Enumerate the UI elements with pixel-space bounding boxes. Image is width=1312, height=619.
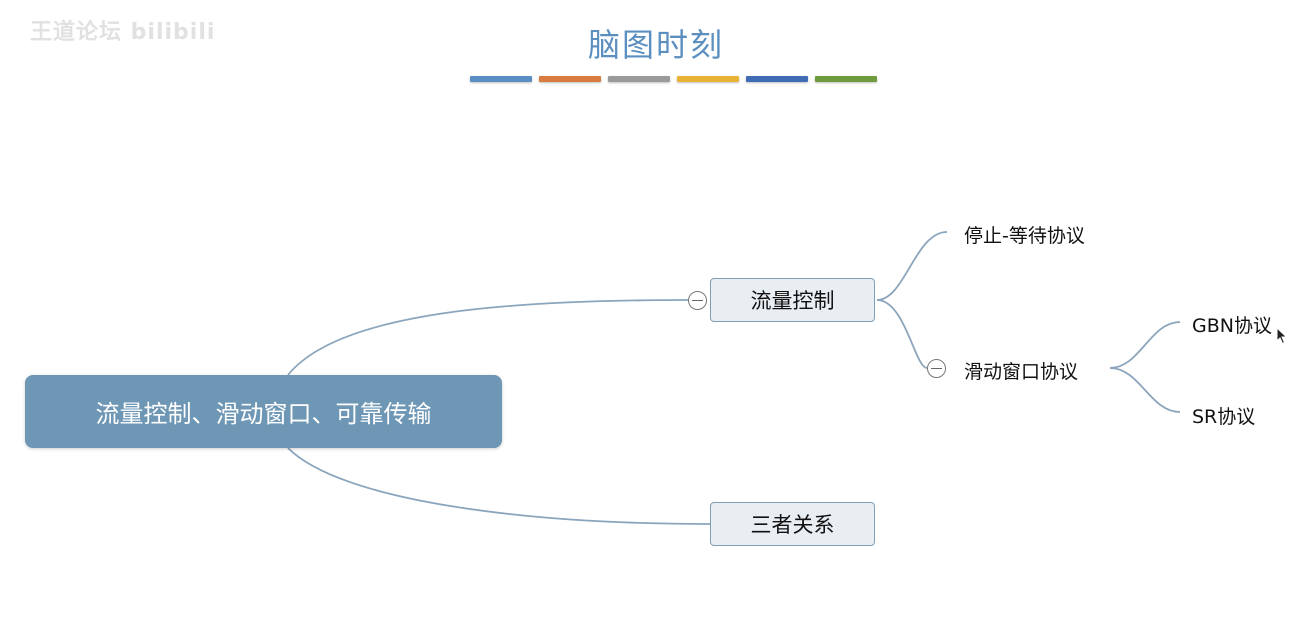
collapse-minus-icon[interactable]	[927, 359, 946, 378]
color-bar-segment-4	[677, 76, 739, 82]
connector-flow-control-to-stop-wait	[876, 231, 948, 301]
page-title: 脑图时刻	[587, 26, 724, 64]
color-bar-segment-2	[539, 76, 601, 82]
color-bar-segment-6	[815, 76, 877, 82]
subtopic-sliding-window[interactable]: 滑动窗口协议	[964, 361, 1079, 383]
root-topic[interactable]: 流量控制、滑动窗口、可靠传输	[25, 375, 502, 448]
connector-sliding-window-to-sr	[1109, 367, 1181, 413]
subtopic-stop-and-wait[interactable]: 停止-等待协议	[964, 225, 1085, 247]
subtopic-sr[interactable]: SR协议	[1192, 406, 1256, 428]
connector-sliding-window-to-gbn	[1109, 321, 1181, 369]
title-color-bar	[470, 76, 877, 82]
connector-root-to-relationship	[287, 447, 711, 525]
connector-flow-control-to-sliding-window	[876, 299, 928, 369]
subtopic-gbn[interactable]: GBN协议	[1192, 315, 1272, 337]
topic-relationship[interactable]: 三者关系	[710, 502, 875, 546]
color-bar-segment-1	[470, 76, 532, 82]
connector-root-to-flow-control	[287, 299, 689, 376]
topic-flow-control[interactable]: 流量控制	[710, 278, 875, 322]
watermark: 王道论坛 bilibili	[30, 20, 216, 45]
color-bar-segment-3	[608, 76, 670, 82]
mouse-cursor-icon	[1276, 327, 1288, 345]
collapse-minus-icon[interactable]	[688, 291, 707, 310]
color-bar-segment-5	[746, 76, 808, 82]
